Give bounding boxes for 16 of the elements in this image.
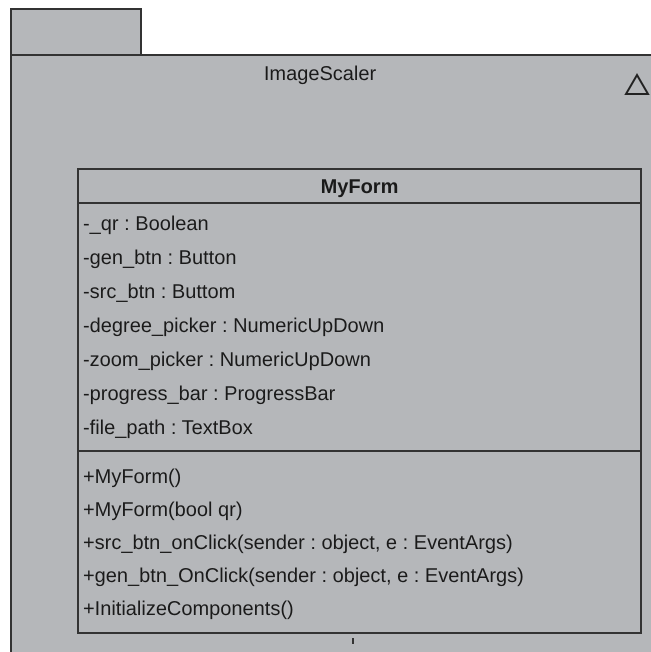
method-text: +MyForm(): [83, 465, 182, 489]
method-text: +gen_btn_OnClick(sender : object, e : EventArgs): [83, 564, 524, 588]
method-text: +MyForm(bool qr): [83, 498, 242, 522]
attribute-text: -zoom_picker : NumericUpDown: [83, 348, 371, 372]
attribute-text: -_qr : Boolean: [83, 212, 209, 236]
attribute-text: -file_path : TextBox: [83, 416, 253, 440]
method-text: +InitializeComponents(): [83, 597, 294, 621]
class-name: MyForm: [320, 175, 400, 199]
method-text: +src_btn_onClick(sender : object, e : EventArgs): [83, 531, 513, 555]
class-box: [77, 168, 642, 634]
package-frame: [10, 8, 651, 652]
attribute-text: -gen_btn : Button: [83, 246, 236, 270]
attribute-text: -progress_bar : ProgressBar: [83, 382, 336, 406]
package-name: ImageScaler: [262, 62, 378, 86]
attribute-text: -src_btn : Buttom: [83, 280, 236, 304]
attribute-text: -degree_picker : NumericUpDown: [83, 314, 384, 338]
